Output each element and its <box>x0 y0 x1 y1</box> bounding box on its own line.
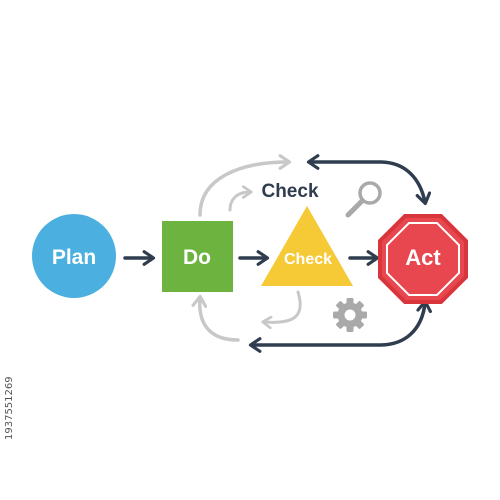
arrow-act-back-loop <box>248 299 432 353</box>
check-heading: Check <box>261 181 318 202</box>
arrow-small-up-curve <box>228 185 253 212</box>
arrow-small-check-curve <box>261 290 302 330</box>
arrow-lower-left-curve <box>191 294 240 342</box>
arrow-top-loop-to-act <box>306 154 432 206</box>
gear-icon <box>333 298 367 332</box>
do-label: Do <box>183 246 211 269</box>
plan-circle <box>32 214 116 298</box>
check-triangle <box>261 206 353 286</box>
plan-label: Plan <box>52 246 96 269</box>
act-octagon-inner-ring <box>386 222 460 296</box>
check-label: Check <box>284 251 332 268</box>
magnifier-icon <box>345 181 382 218</box>
act-label: Act <box>405 245 441 270</box>
act-octagon <box>378 214 468 304</box>
side-id-text: 1937551269 <box>4 376 15 440</box>
arrow-do-to-top <box>198 154 292 217</box>
do-square <box>162 221 233 292</box>
